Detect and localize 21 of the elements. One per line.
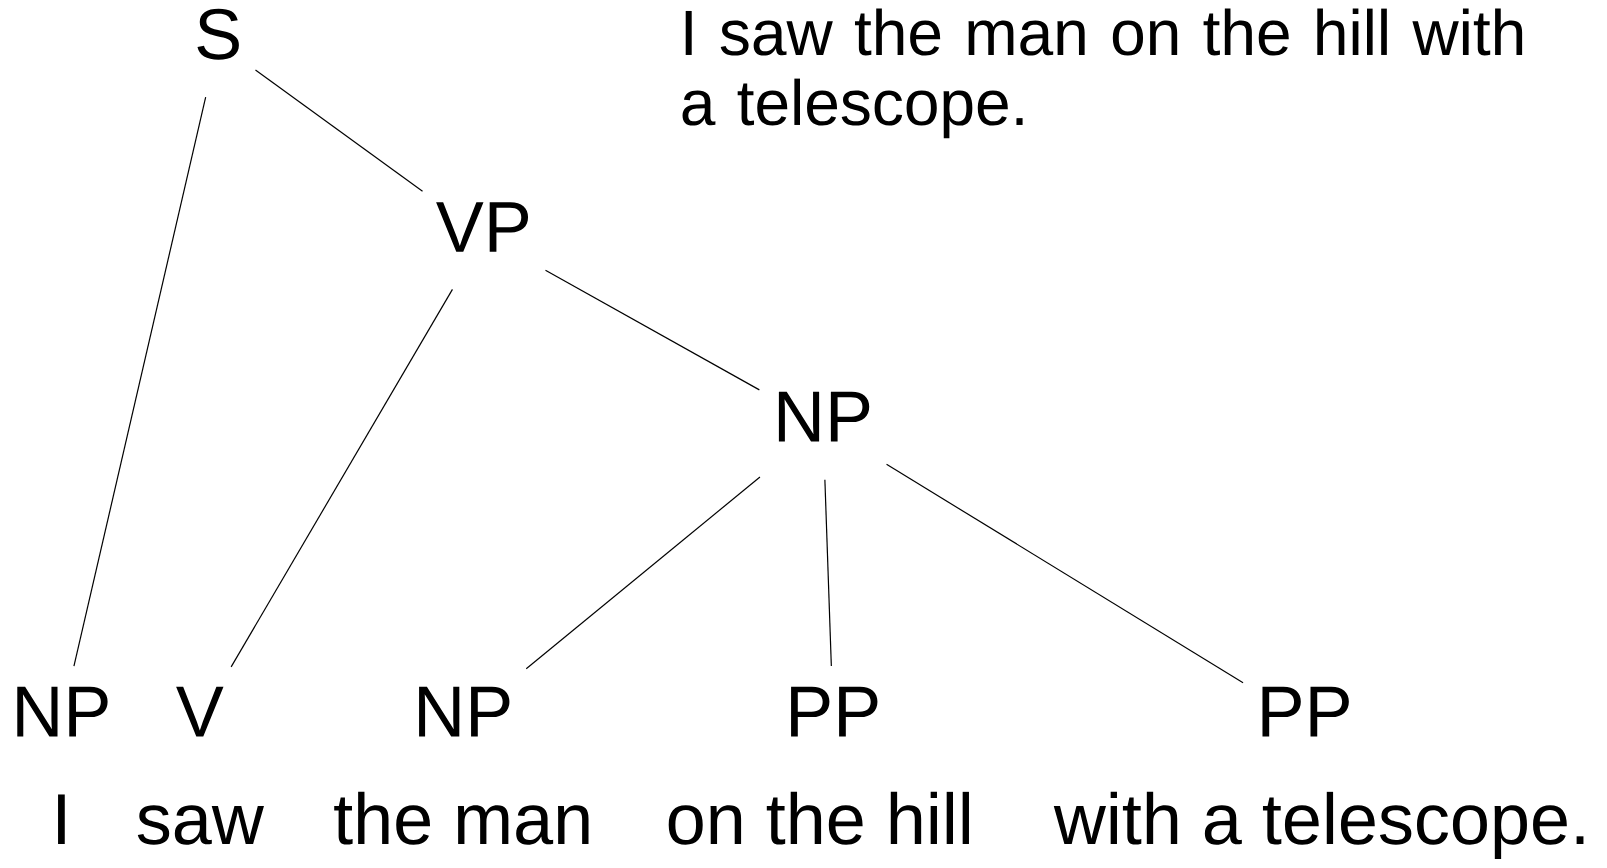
category-label: NP [419,686,510,737]
tree-branch [544,269,760,391]
word-label: I [58,794,65,844]
tree-branch [230,288,454,668]
word-label: on the hill [668,791,969,845]
word-label: with a telescope. [1053,791,1584,859]
tree-branch [73,96,207,667]
word-label: the man [334,791,589,845]
category-label: S [197,8,239,60]
category-label: VP [436,202,529,252]
category-label: V [176,686,224,737]
sentence-text: I saw the man on the hill with a telescope. [682,8,1523,139]
category-label: NP [17,686,108,737]
tree-branch [885,463,1244,684]
category-label: PP [791,686,878,737]
tree-branch [254,69,424,192]
category-label: NP [778,391,870,442]
category-label: PP [1262,686,1349,737]
word-label: saw [137,805,264,845]
tree-branch [525,476,761,670]
tree-branch [824,479,832,667]
